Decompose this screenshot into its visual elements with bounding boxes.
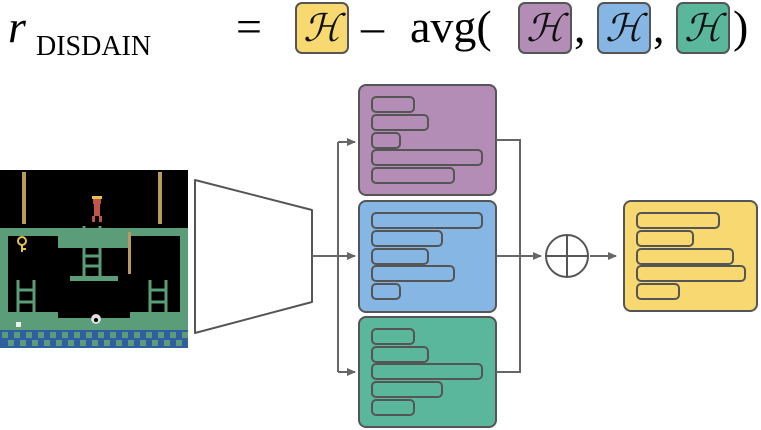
h-symbol: ℋ <box>605 6 643 50</box>
h-box-green: ℋ <box>676 2 730 54</box>
head-blue <box>358 200 497 313</box>
merge-lines <box>496 139 617 373</box>
output-yellow <box>623 200 758 312</box>
formula-comma-1: , <box>574 1 586 52</box>
formula-comma-2: , <box>653 1 665 52</box>
head-green <box>358 316 497 428</box>
head-purple <box>358 84 497 196</box>
formula-minus: – <box>361 1 384 52</box>
h-symbol: ℋ <box>526 6 564 50</box>
h-symbol: ℋ <box>684 6 722 50</box>
h-symbol: ℋ <box>303 6 341 50</box>
game-screenshot <box>0 170 188 348</box>
formula-r: r <box>8 1 26 52</box>
h-box-blue: ℋ <box>597 2 651 54</box>
h-box-yellow: ℋ <box>295 2 349 54</box>
disdain-formula: r DISDAIN = ℋ – avg( ℋ , ℋ , ℋ ) <box>0 0 761 70</box>
branch-arrows <box>312 138 356 376</box>
h-box-purple: ℋ <box>518 2 572 54</box>
formula-subscript: DISDAIN <box>36 31 152 62</box>
formula-avg: avg( <box>410 1 492 52</box>
formula-equals: = <box>236 1 262 52</box>
formula-close-paren: ) <box>733 1 749 52</box>
encoder-trapezoid <box>194 179 313 334</box>
oplus-icon <box>545 234 589 278</box>
